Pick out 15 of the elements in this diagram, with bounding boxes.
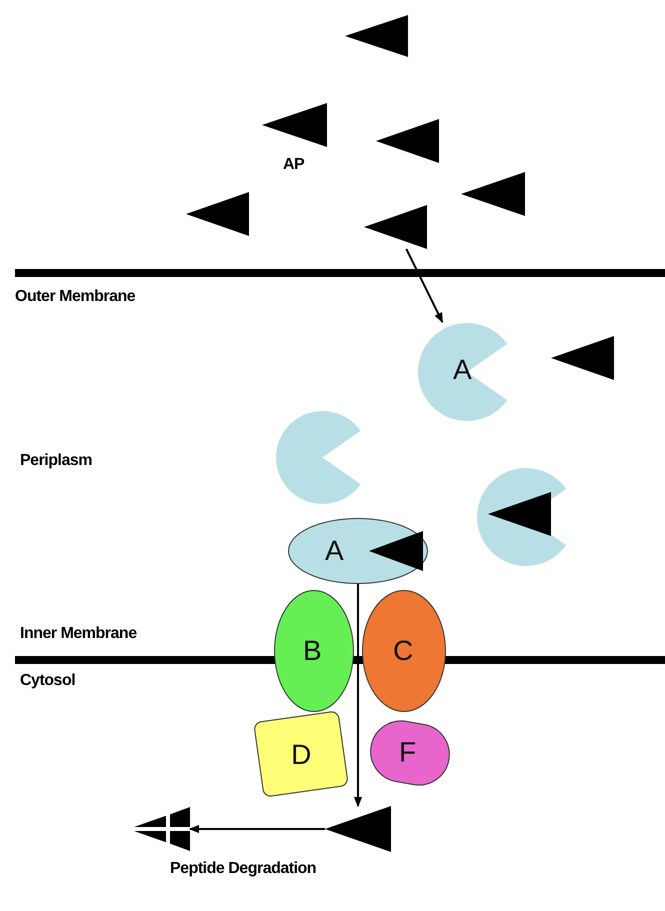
subunit-letter: F [399,738,416,767]
arrow [405,248,444,323]
arrow [354,584,362,807]
name-label: AP [283,156,304,174]
region-label: Inner Membrane [20,625,137,643]
arrow [189,825,325,833]
subunit-letter: A [453,356,472,384]
subunit-letter: A [325,537,344,565]
subunit-letter: B [303,637,322,665]
region-label: Cytosol [20,672,76,690]
region-label: Outer Membrane [15,288,136,306]
subunit-letter: D [291,740,312,769]
process-label: Peptide Degradation [170,860,316,878]
subunit-letter: C [393,637,414,665]
region-label: Periplasm [20,452,92,470]
